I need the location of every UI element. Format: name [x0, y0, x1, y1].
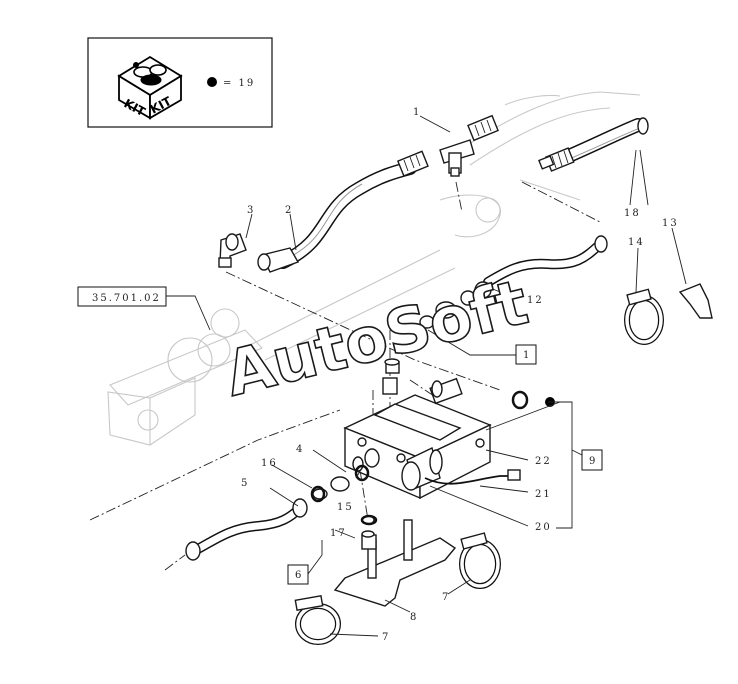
- hose-clamp-7-upper: [459, 532, 501, 589]
- kit-legend-box: KIT KIT = 19: [87, 37, 273, 128]
- callout-3[interactable]: 3: [247, 205, 255, 216]
- bracket-8: [333, 515, 457, 607]
- elbow-3: [218, 233, 247, 268]
- watermark: AutoSoft: [218, 265, 535, 410]
- callout-5[interactable]: 5: [241, 478, 249, 489]
- callout-17[interactable]: 17: [330, 528, 347, 539]
- callout-8[interactable]: 8: [410, 612, 418, 623]
- reference-box[interactable]: 35.701.02: [77, 286, 167, 307]
- callout-15[interactable]: 15: [337, 502, 354, 513]
- pipe-12: [419, 235, 608, 329]
- boxed-callout-6-label: 6: [295, 570, 303, 581]
- callout-13[interactable]: 13: [662, 218, 679, 229]
- pipe-5: [185, 476, 350, 561]
- callout-16[interactable]: 16: [261, 458, 278, 469]
- callout-1[interactable]: 1: [413, 107, 421, 118]
- clamp-13: [678, 283, 713, 319]
- boxed-callout-1[interactable]: 1: [515, 344, 537, 365]
- hose-18: [538, 117, 649, 172]
- hose-clamp-7-lower: [294, 595, 341, 645]
- callout-7-lower[interactable]: 7: [382, 632, 390, 643]
- callout-12[interactable]: 12: [527, 295, 544, 306]
- solenoid-20: [401, 447, 521, 491]
- boxed-callout-6[interactable]: 6: [287, 564, 309, 585]
- callout-14[interactable]: 14: [628, 237, 645, 248]
- callout-2[interactable]: 2: [285, 205, 293, 216]
- callout-18[interactable]: 18: [624, 208, 641, 219]
- callout-7-upper[interactable]: 7: [442, 592, 450, 603]
- callout-20[interactable]: 20: [535, 522, 552, 533]
- callout-labels: 1 2 3 18 14 13 12 4 16 5 15 17 22 21 20 …: [241, 107, 679, 643]
- callout-4[interactable]: 4: [296, 444, 304, 455]
- tee-fitting-1: [439, 114, 499, 177]
- callout-22[interactable]: 22: [535, 456, 552, 467]
- boxed-callout-1-label: 1: [523, 350, 531, 361]
- hose-2: [257, 150, 429, 273]
- boxed-callout-9-label: 9: [589, 456, 597, 467]
- kit-legend-text: = 19: [223, 78, 255, 89]
- reference-box-label: 35.701.02: [92, 293, 161, 304]
- kit-bullet-icon: [207, 77, 217, 87]
- boxed-callout-9[interactable]: 9: [581, 449, 603, 471]
- hose-clamp-14: [624, 288, 664, 345]
- callout-21[interactable]: 21: [535, 489, 552, 500]
- valve-block: [343, 358, 492, 500]
